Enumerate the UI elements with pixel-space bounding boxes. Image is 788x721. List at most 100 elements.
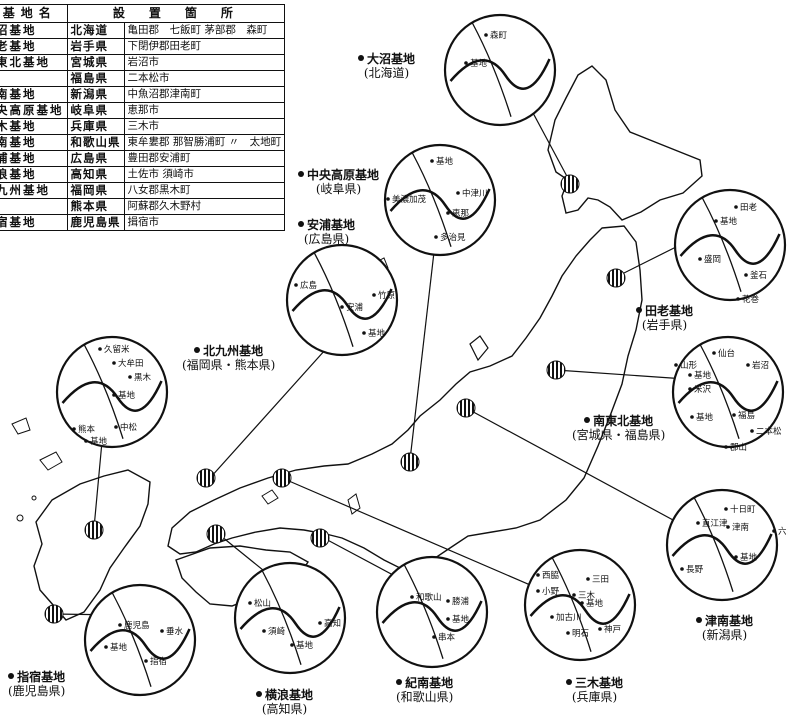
- inset-place-label: 西脇: [542, 571, 559, 581]
- bullet-dot: [566, 679, 572, 685]
- inset-place-dot: [386, 197, 390, 201]
- inset-place-dot: [318, 621, 322, 625]
- table-row: 宿基地鹿児島県揖宿市: [0, 214, 286, 231]
- marker-tsunan: [456, 398, 476, 418]
- table-cell-prefecture: 北海道: [66, 22, 125, 39]
- inset-coastline: [679, 233, 781, 265]
- table-header-location: 設 置 箇 所: [66, 4, 286, 23]
- label-kitakyushu: 北九州基地 (福岡県・熊本県): [182, 344, 276, 372]
- bullet-dot: [636, 307, 642, 313]
- inset-place-dot: [690, 415, 694, 419]
- label-taro: 田老基地 (岩手県): [636, 304, 693, 332]
- inset-place-dot: [696, 521, 700, 525]
- inset-place-dot: [688, 387, 692, 391]
- bullet-dot: [298, 221, 304, 227]
- marker-onuma: [560, 174, 580, 194]
- inset-place-dot: [536, 573, 540, 577]
- inset-place-label: 多治見: [440, 232, 466, 243]
- inset-place-dot: [84, 439, 88, 443]
- inset-place-label: 基地: [720, 216, 738, 227]
- label-chuo: 中央高原基地 (岐阜県): [298, 168, 379, 196]
- inset-place-label: 三木: [578, 590, 596, 601]
- inset-place-label: 基地: [296, 640, 314, 651]
- bullet-dot: [298, 171, 304, 177]
- inset-place-label: 小野: [542, 586, 560, 597]
- inset-place-label: 神戸: [604, 624, 621, 635]
- table-cell-base: 木基地: [0, 118, 68, 135]
- inset-place-dot: [566, 631, 570, 635]
- inset-place-label: 松山: [254, 598, 271, 609]
- bullet-dot: [358, 55, 364, 61]
- inset-place-dot: [484, 33, 488, 37]
- marker-yasuura: [196, 468, 216, 488]
- inset-railway: [313, 252, 354, 347]
- island-sado: [469, 335, 489, 362]
- label-onuma: 大沼基地 (北海道): [358, 52, 415, 80]
- table-cell-base: 九州基地: [0, 182, 68, 199]
- inset-place-dot: [580, 601, 584, 605]
- island-kyushu: [33, 469, 151, 621]
- table-row: 南基地新潟県中魚沼郡津南町: [0, 86, 286, 103]
- table-header: 基地名 設 置 箇 所: [0, 4, 286, 23]
- inset-place-dot: [372, 293, 376, 297]
- inset-place-dot: [144, 659, 148, 663]
- table-row: 南基地和歌山県東牟婁郡 那智勝浦町 〃 太地町: [0, 134, 286, 151]
- inset-coastline: [61, 380, 163, 412]
- inset-place-dot: [586, 577, 590, 581]
- table-row: 木基地兵庫県三木市: [0, 118, 286, 135]
- inset-railway: [403, 564, 444, 659]
- inset-place-dot: [536, 589, 540, 593]
- table-cell-base: 宿基地: [0, 214, 68, 231]
- inset-place-label: 久留米: [104, 344, 130, 355]
- inset-place-dot: [746, 363, 750, 367]
- inset-place-dot: [112, 361, 116, 365]
- inset-place-label: 田老: [740, 202, 758, 213]
- marker-miki: [272, 468, 292, 488]
- inset-place-label: 基地: [452, 614, 470, 625]
- inset-place-dot: [430, 159, 434, 163]
- table-cell-prefecture: 岐阜県: [66, 102, 125, 119]
- inset-railway: [701, 197, 742, 292]
- table-cell-place: 東牟婁郡 那智勝浦町 〃 太地町: [123, 134, 286, 151]
- label-yokonami: 横浪基地 (高知県): [256, 688, 313, 716]
- table-row: 浦基地広島県豊田郡安浦町: [0, 150, 286, 167]
- table-cell-place: 恵那市: [123, 102, 286, 119]
- inset-place-label: 二本松: [756, 426, 782, 437]
- inset-coastline: [449, 58, 551, 90]
- inset-place-label: 基地: [110, 642, 128, 653]
- table-row: 浪基地高知県土佐市 須崎市: [0, 166, 286, 183]
- table-row: 東北基地宮城県岩沼市: [0, 54, 286, 71]
- inset-place-dot: [362, 331, 366, 335]
- table-cell-base: 南基地: [0, 86, 68, 103]
- inset-place-dot: [446, 617, 450, 621]
- inset-place-label: 基地: [470, 58, 488, 69]
- inset-coastline: [89, 628, 191, 660]
- table-cell-prefecture: 広島県: [66, 150, 125, 167]
- inset-place-label: 広島: [300, 280, 318, 291]
- inset-place-dot: [734, 205, 738, 209]
- inset-place-label: 串本: [438, 632, 456, 643]
- inset-place-label: 花巻: [742, 294, 760, 305]
- inset-place-label: 基地: [118, 390, 136, 401]
- inset-place-label: 竹原: [378, 290, 395, 301]
- inset-place-dot: [410, 595, 414, 599]
- inset-place-dot: [674, 363, 678, 367]
- marker-taro: [606, 268, 626, 288]
- inset-place-dot: [446, 211, 450, 215]
- inset-place-label: 郡山: [730, 442, 747, 453]
- inset-place-dot: [160, 629, 164, 633]
- marker-ibusuki: [44, 604, 64, 624]
- inset-place-label: 釜石: [750, 270, 767, 281]
- inset-place-dot: [744, 273, 748, 277]
- inset-place-dot: [104, 645, 108, 649]
- marker-yokonami: [206, 524, 226, 544]
- marker-chuo: [400, 452, 420, 472]
- inset-place-dot: [698, 257, 702, 261]
- table-cell-prefecture: 熊本県: [66, 198, 125, 215]
- label-kinan: 紀南基地 (和歌山県): [396, 676, 454, 704]
